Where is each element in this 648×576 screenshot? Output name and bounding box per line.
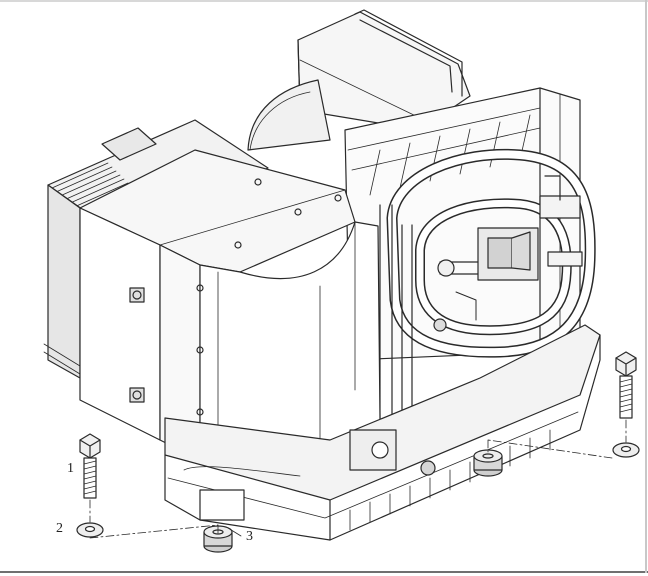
rubber-foot-rear	[473, 449, 503, 477]
fan-housing	[247, 9, 471, 151]
callout-foot: 3	[246, 529, 253, 544]
washer-icon	[612, 442, 640, 458]
bolt-icon	[79, 433, 101, 499]
refrigerant-piping	[379, 148, 596, 421]
frame-right-border	[645, 0, 647, 573]
bolt-icon	[615, 351, 637, 419]
drain-pan-base	[164, 324, 601, 541]
callout-washer: 2	[56, 521, 63, 536]
alignment-lines	[89, 419, 627, 539]
frame-bottom-border	[0, 571, 648, 573]
washer-icon	[76, 522, 104, 538]
frame-top-border	[0, 0, 648, 2]
corner-glyph: 	[7, 10, 18, 26]
callout-bolt: 1	[67, 461, 74, 476]
